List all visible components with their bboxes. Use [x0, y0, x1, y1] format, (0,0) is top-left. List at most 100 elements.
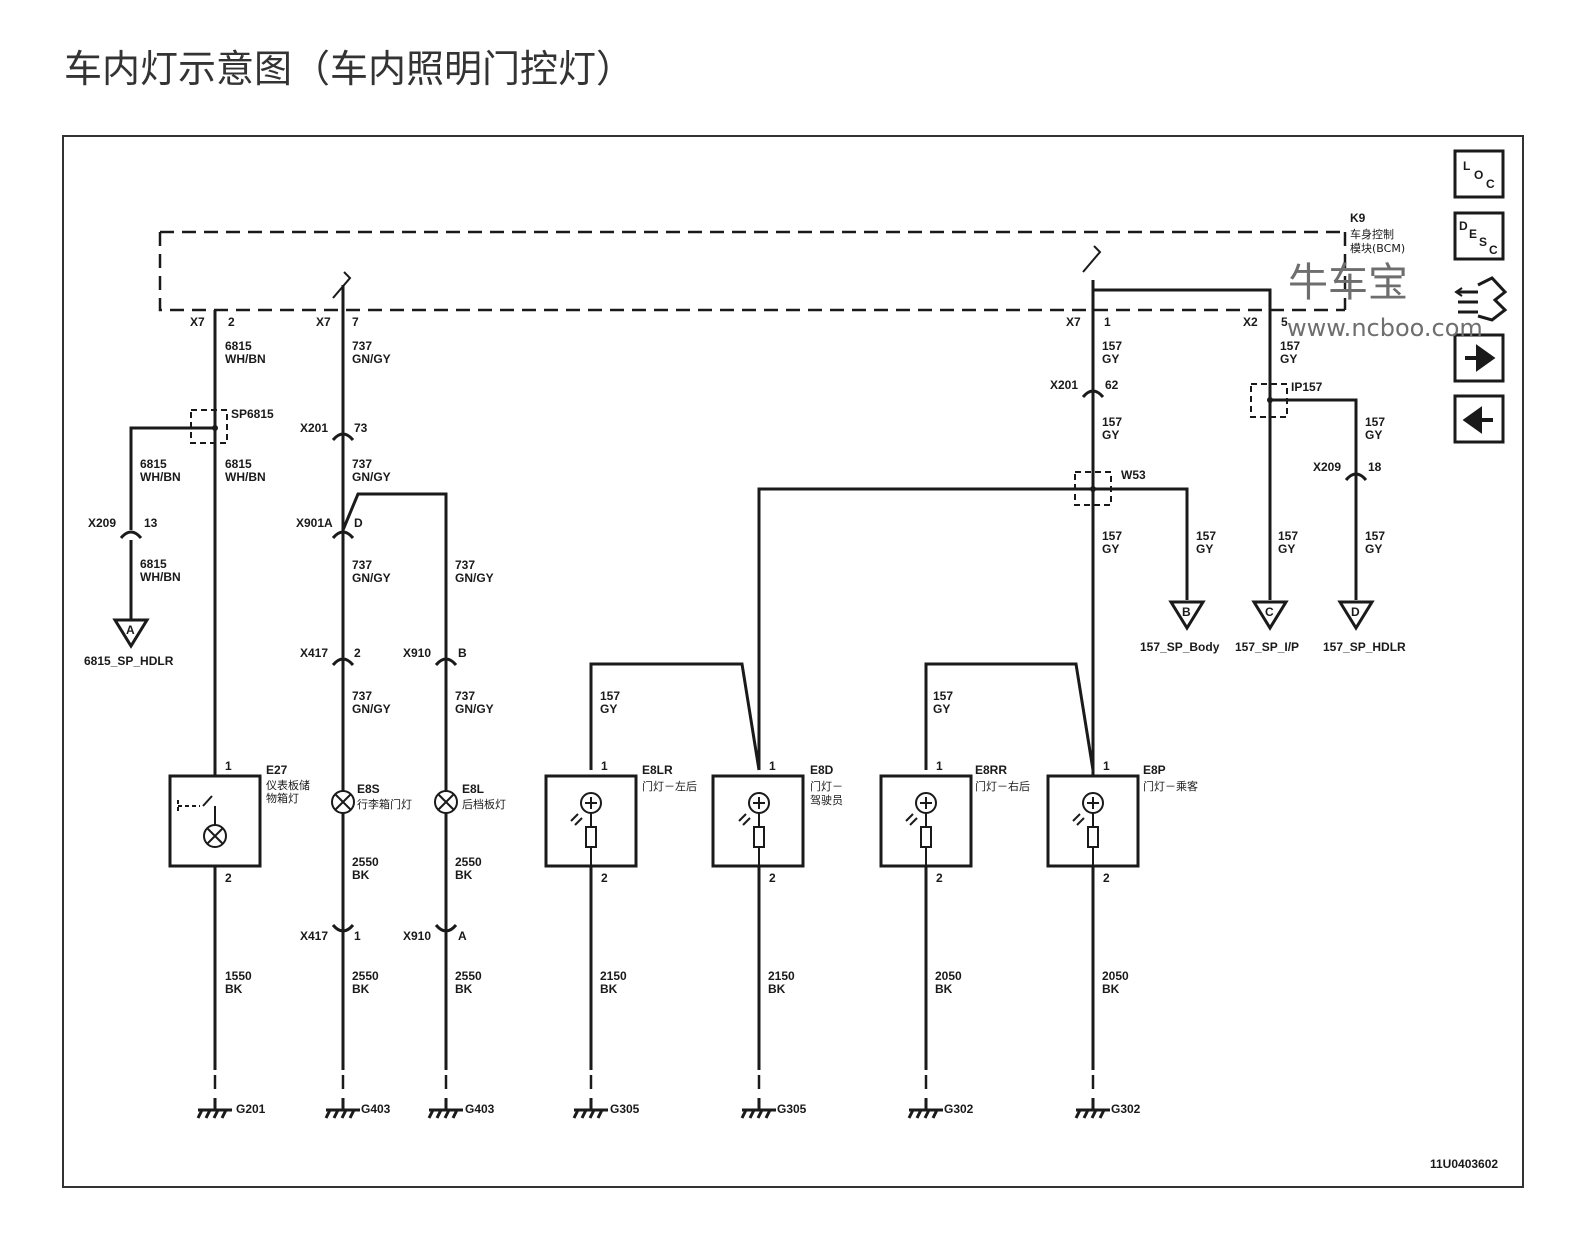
pin: 1 [225, 759, 232, 773]
wire-label: 2550 [352, 855, 379, 869]
wire-color: WH/BN [225, 470, 266, 484]
ground-symbol [740, 1098, 776, 1119]
offpage-label: 6815_SP_HDLR [84, 654, 174, 668]
wire-color: BK [225, 982, 243, 996]
pin: 1 [1103, 759, 1110, 773]
wire-label: 6815 [225, 457, 252, 471]
ground-symbol [1074, 1098, 1110, 1119]
wire-color: WH/BN [225, 352, 266, 366]
svg-text:S: S [1479, 235, 1487, 249]
wire-color: GY [1196, 542, 1213, 556]
conn-pin: 1 [1104, 315, 1111, 329]
offpage-arrow-a[interactable] [112, 618, 150, 649]
component-name: 行李箱门灯 [357, 797, 412, 811]
offpage-letter: C [1265, 605, 1274, 619]
connector-arc [1344, 472, 1368, 482]
wire-color: GY [1280, 352, 1297, 366]
wire-color: GN/GY [455, 702, 494, 716]
component-e8l[interactable] [434, 790, 458, 814]
pin: 2 [769, 871, 776, 885]
wire-color: GN/GY [352, 352, 391, 366]
ground-label: G302 [1111, 1102, 1141, 1116]
connector-arc [434, 657, 458, 667]
component-name: 驾驶员 [810, 793, 843, 807]
diagram-frame [62, 135, 1524, 1188]
connector-arc [331, 432, 355, 442]
wire-label: 6815 [140, 457, 167, 471]
loc-icon[interactable]: L O C [1453, 149, 1505, 199]
wire-label: 157 [933, 689, 953, 703]
connector-arc [119, 530, 143, 540]
ground-symbol [427, 1098, 463, 1119]
component-ref: E8P [1143, 763, 1166, 777]
component-name: 门灯－ [810, 779, 843, 793]
conn-pin: 2 [228, 315, 235, 329]
wire-color: GY [1102, 352, 1119, 366]
wire-color: BK [1102, 982, 1120, 996]
component-e8s[interactable] [331, 790, 355, 814]
offpage-arrow-b[interactable] [1168, 600, 1206, 631]
wire-label: 2150 [600, 969, 627, 983]
harness-icon[interactable] [1454, 276, 1508, 322]
conn-pin: 13 [144, 516, 158, 530]
offpage-label: 157_SP_I/P [1235, 640, 1299, 654]
component-name: 仪表板储 [266, 778, 310, 792]
wire-157-x2 [1093, 288, 1272, 600]
ground-label: G403 [361, 1102, 391, 1116]
wire-157-e8rr [924, 662, 1095, 771]
wire-label: 157 [1280, 339, 1300, 353]
component-e8d[interactable] [711, 774, 805, 868]
offpage-arrow-c[interactable] [1251, 600, 1289, 631]
bcm-switch [332, 271, 352, 299]
lamp-cross [206, 827, 224, 845]
next-arrow-icon[interactable] [1453, 333, 1505, 383]
conn-name: X201 [1050, 378, 1078, 392]
conn-name: X910 [403, 929, 431, 943]
component-e8rr[interactable] [879, 774, 973, 868]
wire-label: 737 [352, 689, 372, 703]
splice-label: W53 [1121, 468, 1146, 482]
offpage-letter: D [1351, 605, 1360, 619]
pin: 2 [601, 871, 608, 885]
ground-symbol [907, 1098, 943, 1119]
wire-color: GY [600, 702, 617, 716]
wire-color: GY [1102, 428, 1119, 442]
wire-color: GY [1365, 542, 1382, 556]
wire-color: WH/BN [140, 470, 181, 484]
offpage-label: 157_SP_Body [1140, 640, 1220, 654]
wire-737-branch [341, 492, 448, 1070]
pin: 2 [1103, 871, 1110, 885]
component-e8p[interactable] [1046, 774, 1140, 868]
pin: 2 [225, 871, 232, 885]
connector-arc [434, 923, 458, 933]
component-ref: E8S [357, 782, 380, 796]
wire-label: 737 [352, 457, 372, 471]
wire-color: BK [455, 982, 473, 996]
back-arrow-icon[interactable] [1453, 394, 1505, 444]
wire-label: 2050 [1102, 969, 1129, 983]
ground-label: G302 [944, 1102, 974, 1116]
component-e8lr[interactable] [544, 774, 638, 868]
conn-name: X209 [1313, 460, 1341, 474]
svg-text:O: O [1474, 168, 1483, 182]
wire-color: GY [1102, 542, 1119, 556]
component-ref: E8LR [642, 763, 673, 777]
offpage-arrow-d[interactable] [1337, 600, 1375, 631]
desc-icon[interactable]: D E S C [1453, 211, 1505, 261]
conn-name: X7 [316, 315, 331, 329]
conn-name: X901A [296, 516, 333, 530]
wire-color: GN/GY [352, 571, 391, 585]
ground-label: G305 [777, 1102, 807, 1116]
wire-label: 2550 [455, 855, 482, 869]
conn-name: X209 [88, 516, 116, 530]
wire-label: 157 [1102, 339, 1122, 353]
ground-label: G305 [610, 1102, 640, 1116]
wire-label: 6815 [140, 557, 167, 571]
wire-label: 2550 [455, 969, 482, 983]
conn-pin: 18 [1368, 460, 1382, 474]
wire-color: BK [455, 868, 473, 882]
bcm-module-box [158, 230, 1347, 312]
ground-symbol [324, 1098, 360, 1119]
wire-color: BK [600, 982, 618, 996]
